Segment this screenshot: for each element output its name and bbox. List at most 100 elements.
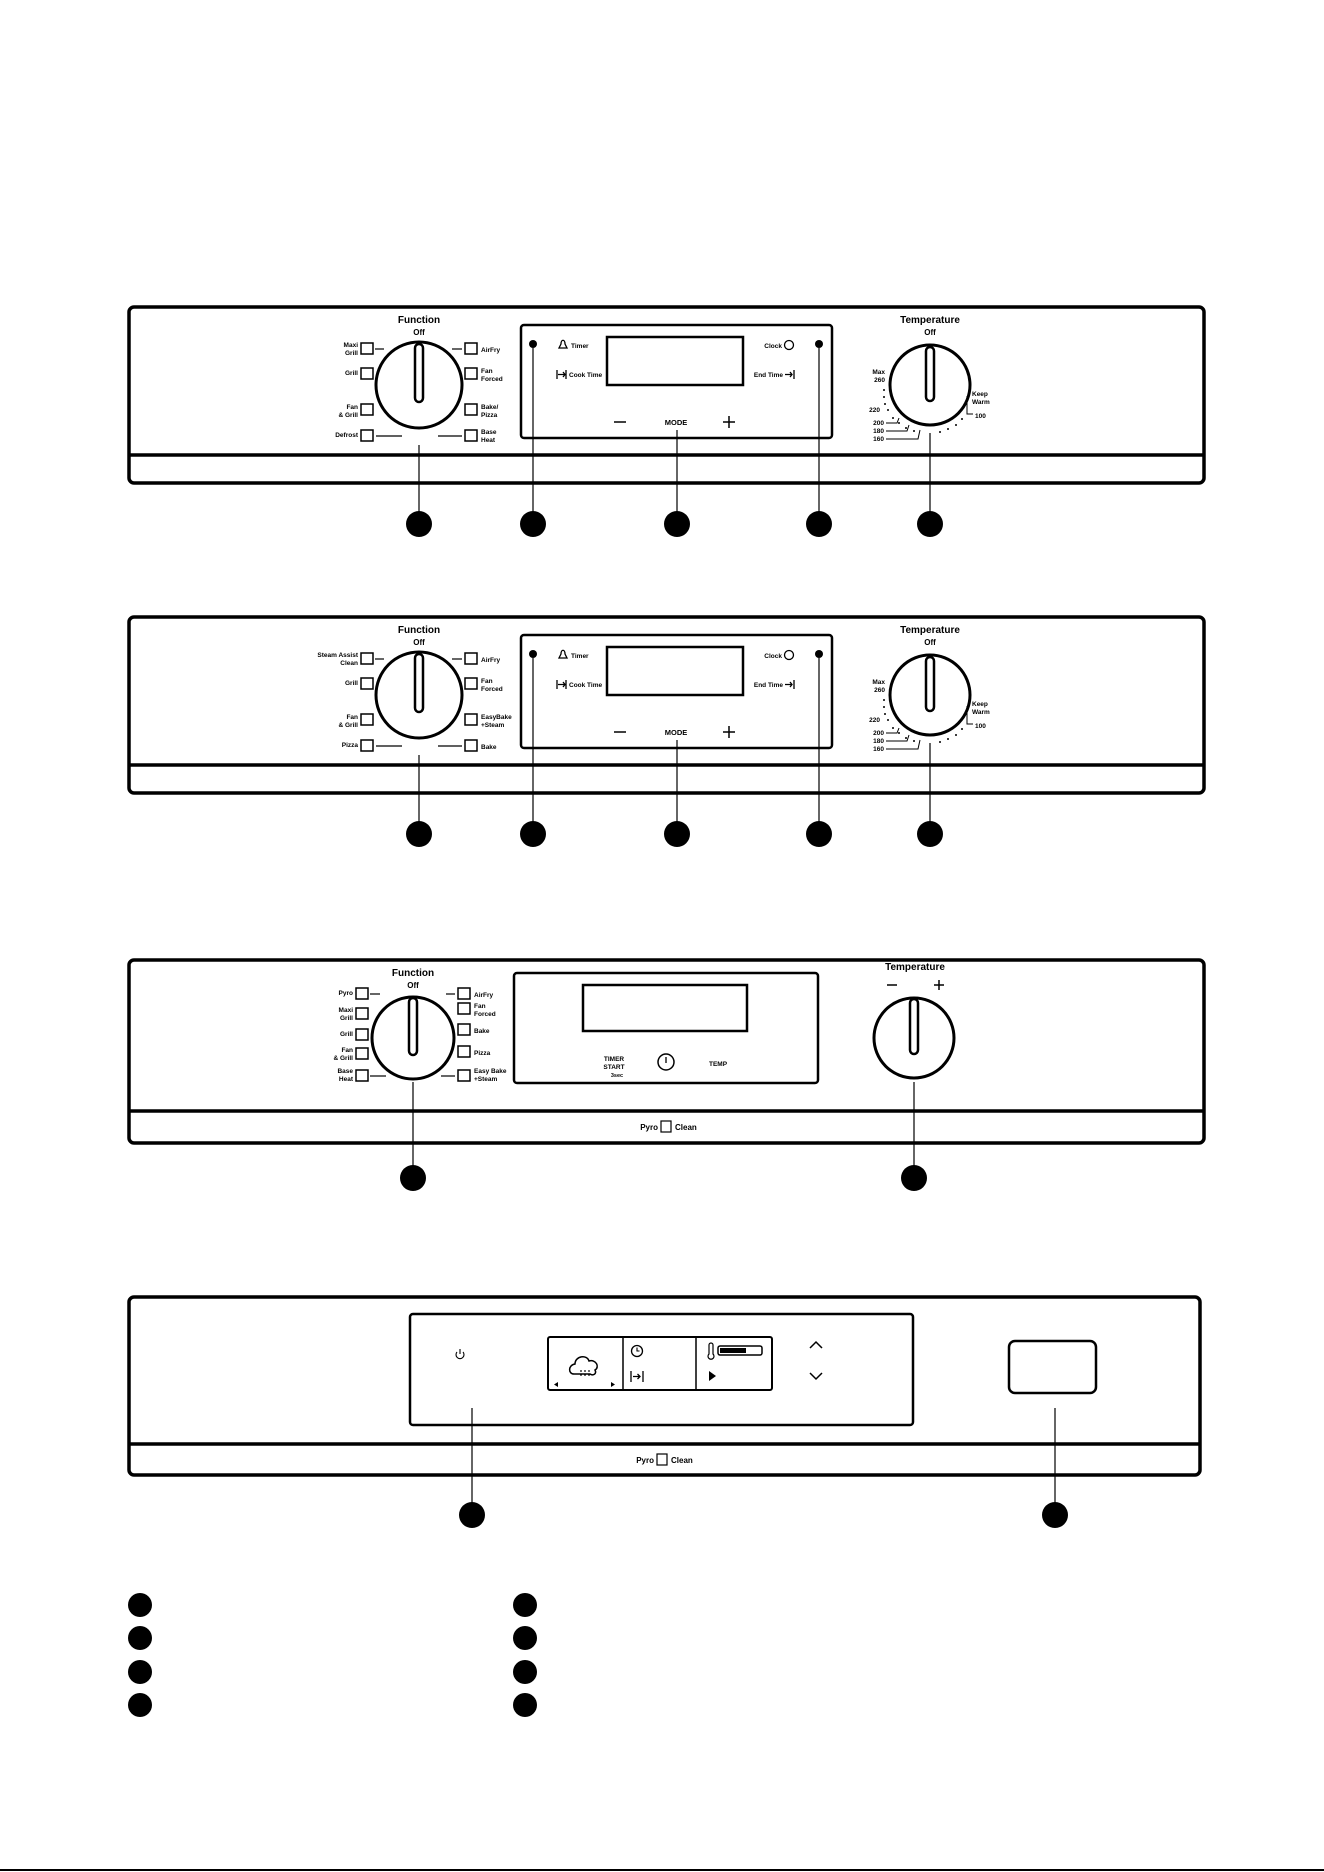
end-time-label[interactable]: End Time	[754, 682, 784, 689]
indicator-light-right	[815, 650, 823, 658]
fan-forced-icon	[464, 677, 478, 690]
display-screen	[605, 645, 745, 697]
function-knob[interactable]	[374, 340, 464, 430]
pizza-icon	[360, 739, 374, 752]
bake-pizza-icon	[464, 403, 478, 416]
temperature-bar-fill	[720, 1348, 746, 1353]
callout-marker	[901, 1165, 927, 1191]
brand-clean: Clean	[671, 1456, 693, 1465]
mode-label-grill: Grill	[345, 370, 358, 377]
timer-label[interactable]: Timer	[571, 343, 589, 350]
clock-label[interactable]: Clock	[764, 343, 782, 350]
mode-label-bake-pizza-2: Pizza	[481, 412, 498, 419]
airfry-icon	[464, 342, 478, 355]
callout-marker	[520, 511, 546, 537]
mode-label-fan-forced: Fan	[481, 368, 493, 375]
mode-label-fan-2: & Grill	[338, 412, 358, 419]
mode-label-pizza: Pizza	[342, 742, 359, 749]
legend-marker	[128, 1593, 152, 1617]
mode-label-fan-2: & Grill	[338, 722, 358, 729]
mode-label-airfry: AirFry	[481, 347, 501, 354]
power-icon[interactable]	[455, 1349, 465, 1360]
legend-marker	[128, 1693, 152, 1717]
maxi-grill-icon	[355, 1007, 369, 1020]
grill-icon	[360, 677, 374, 690]
mode-label-steam-assist-2: Clean	[340, 660, 358, 667]
plus-button[interactable]	[723, 726, 735, 738]
clock-icon[interactable]	[630, 1344, 644, 1358]
fan-grill-icon	[355, 1047, 369, 1060]
callouts	[406, 348, 943, 537]
temp-label-220: 220	[869, 717, 880, 724]
timer-start-button[interactable]: TIMER	[604, 1056, 625, 1063]
timer-start-button-2[interactable]: START	[603, 1064, 624, 1071]
temp-label-warm: Warm	[972, 709, 990, 716]
mode-label-pizza: Pizza	[474, 1050, 491, 1057]
cook-time-icon[interactable]	[630, 1371, 644, 1382]
clock-icon	[783, 649, 795, 661]
fan-grill-icon	[360, 713, 374, 726]
arrow-down-icon[interactable]	[809, 1372, 823, 1381]
function-off-label: Off	[413, 638, 425, 647]
timer-start-hold-label: 3sec	[611, 1073, 623, 1079]
mode-label-bake-pizza: Bake/	[481, 404, 499, 411]
control-button[interactable]	[1007, 1339, 1098, 1395]
fan-grill-icon	[360, 403, 374, 416]
temp-label-max: Max	[872, 369, 885, 376]
temp-label-180: 180	[873, 428, 884, 435]
temperature-bar	[717, 1345, 763, 1356]
play-icon[interactable]	[709, 1371, 716, 1381]
temp-label-160: 160	[873, 746, 884, 753]
callouts	[400, 1082, 927, 1191]
callout-marker	[917, 821, 943, 847]
panel-1: Function Off Maxi Grill Grill Fan & Gril…	[127, 305, 1206, 537]
function-knob[interactable]	[374, 650, 464, 740]
cook-time-icon	[556, 370, 567, 379]
legend-marker	[513, 1626, 537, 1650]
grill-icon	[355, 1028, 369, 1041]
mode-label-easybake-2: +Steam	[481, 722, 505, 729]
mode-label-base-heat-2: Heat	[481, 437, 496, 444]
mode-label-fan-2: & Grill	[333, 1055, 353, 1062]
mode-label-easy-bake-2: +Steam	[474, 1076, 498, 1083]
steam-clean-icon	[360, 652, 374, 665]
mode-label-base-heat: Base	[337, 1068, 353, 1075]
indicator-light-left	[529, 340, 537, 348]
plus-button[interactable]	[723, 416, 735, 428]
temp-label-100: 100	[975, 723, 986, 730]
clock-knob-icon[interactable]	[657, 1053, 675, 1071]
airfry-icon	[464, 652, 478, 665]
callout-marker	[917, 511, 943, 537]
end-time-label[interactable]: End Time	[754, 372, 784, 379]
scroll-right-icon[interactable]	[611, 1382, 615, 1387]
mode-label-fan-forced-2: Forced	[481, 686, 503, 693]
temperature-scale-dots	[883, 389, 963, 433]
legend-marker	[513, 1660, 537, 1684]
temp-label-180: 180	[873, 738, 884, 745]
temp-button[interactable]: TEMP	[709, 1061, 728, 1068]
temperature-knob[interactable]	[888, 343, 972, 427]
brand-pyro: Pyro	[636, 1456, 654, 1465]
function-knob[interactable]	[370, 995, 456, 1081]
control-module	[512, 971, 820, 1085]
easy-bake-steam-icon	[457, 1069, 471, 1082]
pyro-icon	[355, 987, 369, 1000]
pyro-clean-logo-icon	[660, 1120, 672, 1133]
indicator-light-left	[529, 650, 537, 658]
cook-time-label[interactable]: Cook Time	[569, 682, 602, 689]
cook-time-label[interactable]: Cook Time	[569, 372, 602, 379]
legend	[128, 1593, 537, 1717]
temperature-knob[interactable]	[888, 653, 972, 737]
temperature-knob[interactable]	[872, 996, 956, 1080]
scroll-left-icon[interactable]	[554, 1382, 558, 1387]
callout-marker	[664, 821, 690, 847]
clock-label[interactable]: Clock	[764, 653, 782, 660]
arrow-up-icon[interactable]	[809, 1340, 823, 1349]
brand-clean: Clean	[675, 1123, 697, 1132]
mode-button[interactable]: MODE	[665, 418, 688, 427]
mode-button[interactable]: MODE	[665, 728, 688, 737]
timer-label[interactable]: Timer	[571, 653, 589, 660]
mode-label-bake: Bake	[481, 744, 497, 751]
legend-marker	[128, 1660, 152, 1684]
